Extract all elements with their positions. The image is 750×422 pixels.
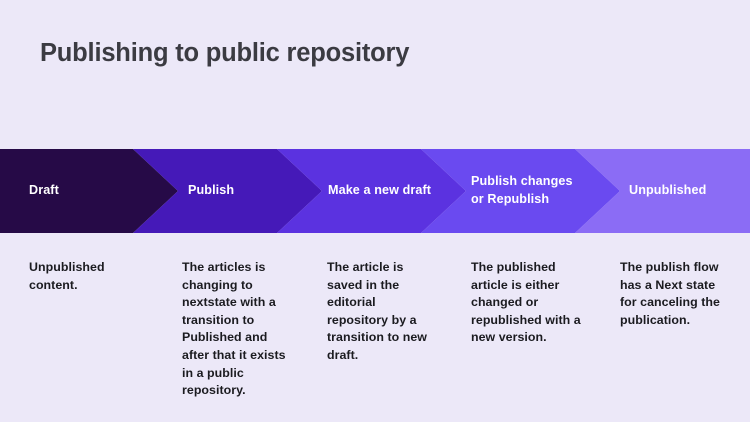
description-draft: Unpublished content.: [29, 260, 105, 292]
description-make-a-new-draft: The article is saved in the editorial re…: [327, 260, 427, 363]
description-row: Unpublished content. The articles is cha…: [0, 259, 750, 419]
chevron-flow-band: [0, 149, 750, 233]
chevron-shape-3[interactable]: [421, 149, 620, 233]
chevron-shape-4[interactable]: [575, 149, 750, 233]
chevron-shapes: [0, 149, 750, 233]
description-publish: The articles is changing to nextstate wi…: [182, 260, 286, 398]
chevron-shape-1[interactable]: [133, 149, 322, 233]
description-unpublished: The publish flow has a Next state for ca…: [620, 260, 720, 327]
page-title: Publishing to public repository: [40, 39, 410, 67]
chevron-shape-0[interactable]: [0, 149, 178, 233]
description-publish-changes-or-republish: The published article is either changed …: [471, 260, 581, 345]
chevron-shape-2[interactable]: [277, 149, 466, 233]
